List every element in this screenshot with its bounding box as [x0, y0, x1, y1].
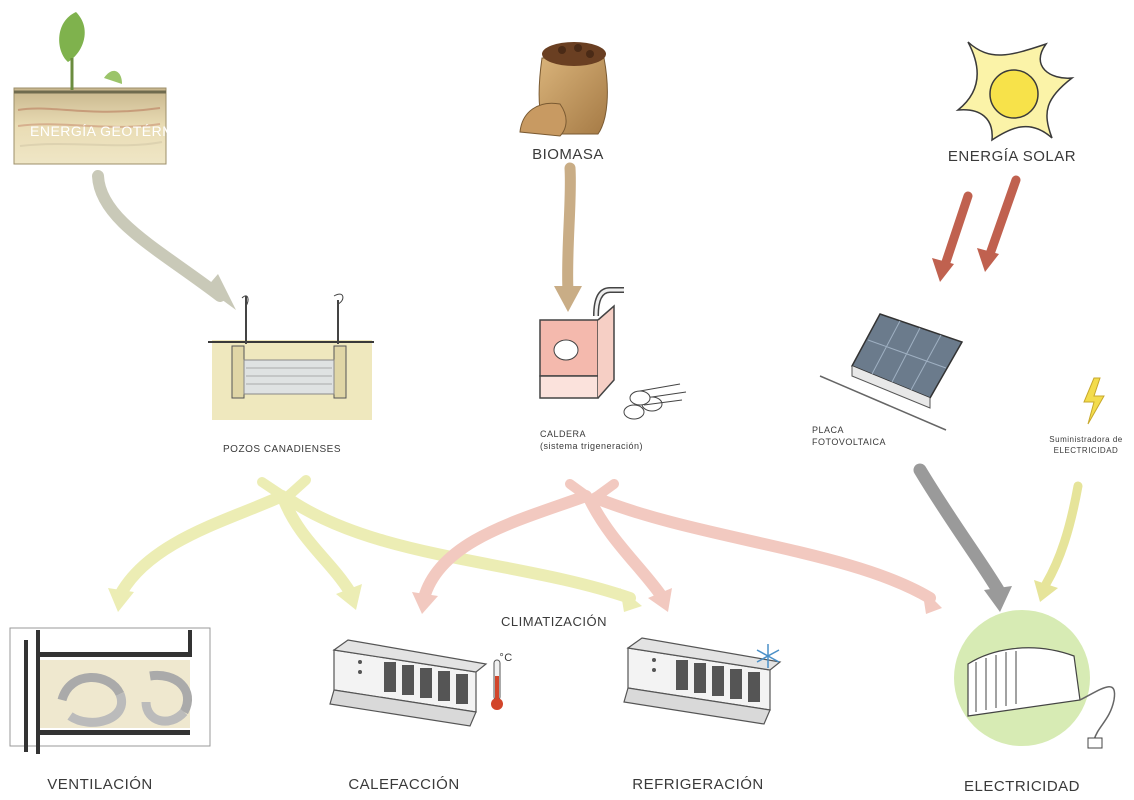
grid-label-line2: ELECTRICIDAD: [1053, 446, 1119, 455]
solar-panel-icon: [819, 313, 964, 431]
thermometer-unit-label: °C: [499, 652, 513, 664]
arrow-wells-to-ventilation: [114, 490, 288, 601]
sun-icon: [955, 41, 1075, 142]
pv-label-line1: PLACA: [812, 425, 845, 435]
arrow-grid-to-electricity: [1041, 481, 1083, 589]
arrow-boiler-fork: [565, 479, 619, 507]
arrow-head: [412, 592, 438, 614]
geothermal-icon: [13, 12, 167, 165]
system-label-boiler: CALDERA (sistema trigeneración): [540, 428, 643, 452]
flow-arrows: [92, 162, 1083, 614]
sprout-icon: [104, 70, 122, 84]
plug-cable: [1079, 686, 1116, 741]
source-label-geothermal: ENERGÍA GEOTÉRMICA: [30, 123, 200, 139]
arrow-head: [206, 274, 236, 310]
arrow-head: [932, 258, 954, 282]
grid-label-line1: Suministradora de: [1049, 435, 1123, 444]
thermometer-icon: [491, 659, 503, 710]
arrow-geothermal-to-wells: [92, 170, 226, 302]
arrow-head: [336, 584, 362, 610]
arrow-head: [922, 588, 942, 614]
plug-icon: [1087, 737, 1103, 749]
electricity-icon: [954, 610, 1116, 749]
output-label-heating: CALEFACCIÓN: [348, 776, 460, 793]
system-label-canadian-wells: POZOS CANADIENSES: [223, 444, 341, 455]
boiler-icon: [539, 287, 687, 420]
arrow-boiler-to-heating: [418, 490, 592, 604]
arrow-head: [554, 286, 582, 312]
snowflake-icon: [756, 644, 780, 668]
airflow-arrow: [149, 670, 193, 715]
arrow-head: [984, 586, 1012, 612]
output-label-electricity: ELECTRICIDAD: [963, 778, 1081, 795]
lightning-icon: [1083, 377, 1105, 425]
group-label-climatization: CLIMATIZACIÓN: [501, 614, 607, 629]
pv-label-line2: FOTOVOLTAICA: [812, 437, 887, 447]
source-label-solar: ENERGÍA SOLAR: [947, 148, 1077, 165]
cooling-unit-icon: [623, 637, 782, 725]
arrow-head: [1034, 580, 1058, 602]
arrow-wells-fork: [257, 475, 311, 505]
arrow-head: [977, 248, 999, 272]
source-label-biomass: BIOMASA: [532, 146, 604, 163]
arrow-boiler-to-cooling: [584, 494, 666, 600]
ventilation-icon: [9, 627, 211, 754]
arrow-pv-to-electricity: [913, 463, 1005, 597]
output-label-cooling: REFRIGERACIÓN: [632, 776, 764, 793]
arrow-solar-ray-2: [985, 175, 1021, 259]
solar-ray-arrows: [932, 175, 1021, 282]
arrow-head: [648, 588, 672, 612]
biomass-sack-icon: [519, 42, 608, 137]
logs-icon: [623, 383, 687, 420]
arrow-wells-to-heating: [278, 494, 356, 598]
arrow-head: [108, 588, 134, 612]
airflow-arrow: [141, 701, 188, 726]
output-label-ventilation: VENTILACIÓN: [47, 776, 153, 793]
system-label-pv: PLACA FOTOVOLTAICA: [812, 424, 886, 448]
airflow-arrow: [57, 673, 125, 702]
system-label-grid: Suministradora de ELECTRICIDAD: [1049, 434, 1122, 456]
heating-unit-icon: [329, 639, 503, 727]
arrow-head: [620, 588, 642, 612]
arrow-solar-ray-1: [940, 191, 973, 270]
airflow-arrow: [67, 692, 127, 727]
leaf-icon: [59, 12, 85, 62]
arrow-boiler-to-electricity: [590, 492, 936, 604]
boiler-label-line1: CALDERA: [540, 429, 587, 439]
canadian-wells-icon: [208, 293, 374, 420]
arrow-biomass-to-boiler: [562, 162, 576, 298]
boiler-label-line2: (sistema trigeneración): [540, 441, 644, 451]
